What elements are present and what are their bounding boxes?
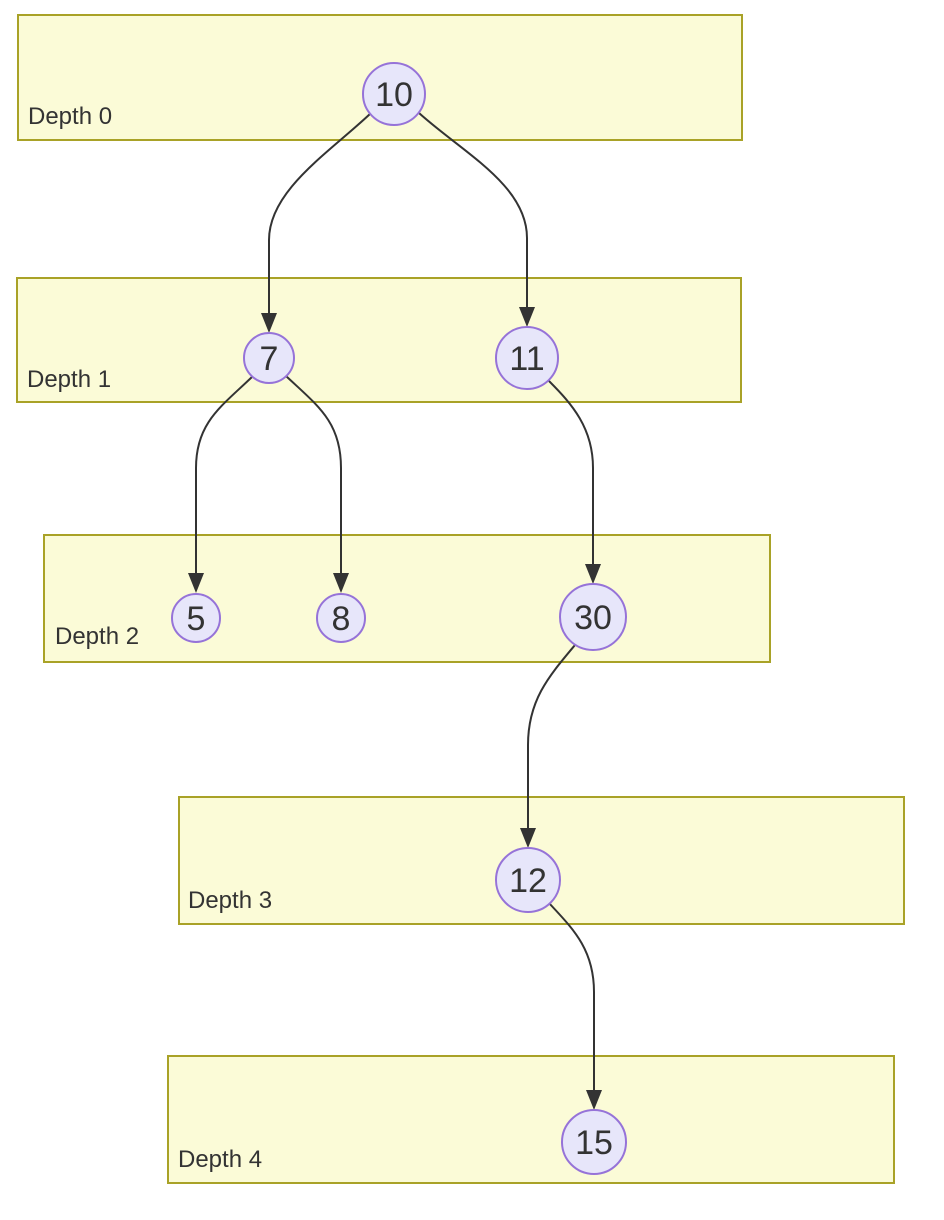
tree-node-circle <box>171 593 221 643</box>
edge-line <box>548 902 595 1091</box>
depth-band-label: Depth 2 <box>55 623 139 650</box>
depth-band-rect <box>16 277 742 403</box>
edge-line <box>195 375 254 574</box>
tree-node-12: 12 <box>495 847 561 913</box>
arrowhead-icon <box>333 573 349 593</box>
arrowhead-icon <box>188 573 204 593</box>
tree-node-value: 10 <box>375 76 413 114</box>
edge-7-5 <box>188 375 254 593</box>
tree-node-5: 5 <box>171 593 221 643</box>
arrowhead-icon <box>520 828 536 848</box>
tree-node-value: 12 <box>509 862 547 900</box>
tree-node-circle <box>362 62 426 126</box>
tree-node-circle <box>243 332 295 384</box>
tree-node-15: 15 <box>561 1109 627 1175</box>
tree-node-10: 10 <box>362 62 426 126</box>
depth-band-label: Depth 0 <box>28 103 112 130</box>
tree-node-circle <box>495 847 561 913</box>
depth-band-label: Depth 4 <box>178 1146 262 1173</box>
edge-30-12 <box>520 644 576 848</box>
depth-band-label: Depth 1 <box>27 366 111 393</box>
tree-node-30: 30 <box>559 583 627 651</box>
tree-node-circle <box>316 593 366 643</box>
depth-band-rect <box>167 1055 895 1184</box>
edge-line <box>527 644 576 829</box>
edge-line <box>418 112 528 308</box>
depth-band-4: Depth 4 <box>167 1055 895 1184</box>
depth-band-1: Depth 1 <box>16 277 742 403</box>
tree-node-11: 11 <box>495 326 559 390</box>
edge-10-7 <box>261 112 372 333</box>
tree-node-value: 7 <box>260 340 279 378</box>
tree-node-7: 7 <box>243 332 295 384</box>
edge-line <box>268 112 372 314</box>
depth-band-2: Depth 2 <box>43 534 771 663</box>
tree-node-value: 15 <box>575 1124 613 1162</box>
tree-node-circle <box>495 326 559 390</box>
depth-band-label: Depth 3 <box>188 887 272 914</box>
tree-node-value: 30 <box>574 599 612 637</box>
edge-7-8 <box>285 375 349 593</box>
tree-node-value: 8 <box>332 600 351 638</box>
edge-11-30 <box>548 380 601 584</box>
edge-10-11 <box>418 112 535 327</box>
edge-12-15 <box>548 902 602 1110</box>
arrowhead-icon <box>586 1090 602 1110</box>
arrowhead-icon <box>519 307 535 327</box>
edge-line <box>285 375 342 574</box>
depth-band-rect <box>43 534 771 663</box>
tree-node-circle <box>561 1109 627 1175</box>
tree-node-value: 11 <box>509 340 544 378</box>
tree-node-8: 8 <box>316 593 366 643</box>
edge-line <box>548 380 594 565</box>
arrowhead-icon <box>585 564 601 584</box>
tree-node-value: 5 <box>187 600 206 638</box>
arrowhead-icon <box>261 313 277 333</box>
tree-node-circle <box>559 583 627 651</box>
